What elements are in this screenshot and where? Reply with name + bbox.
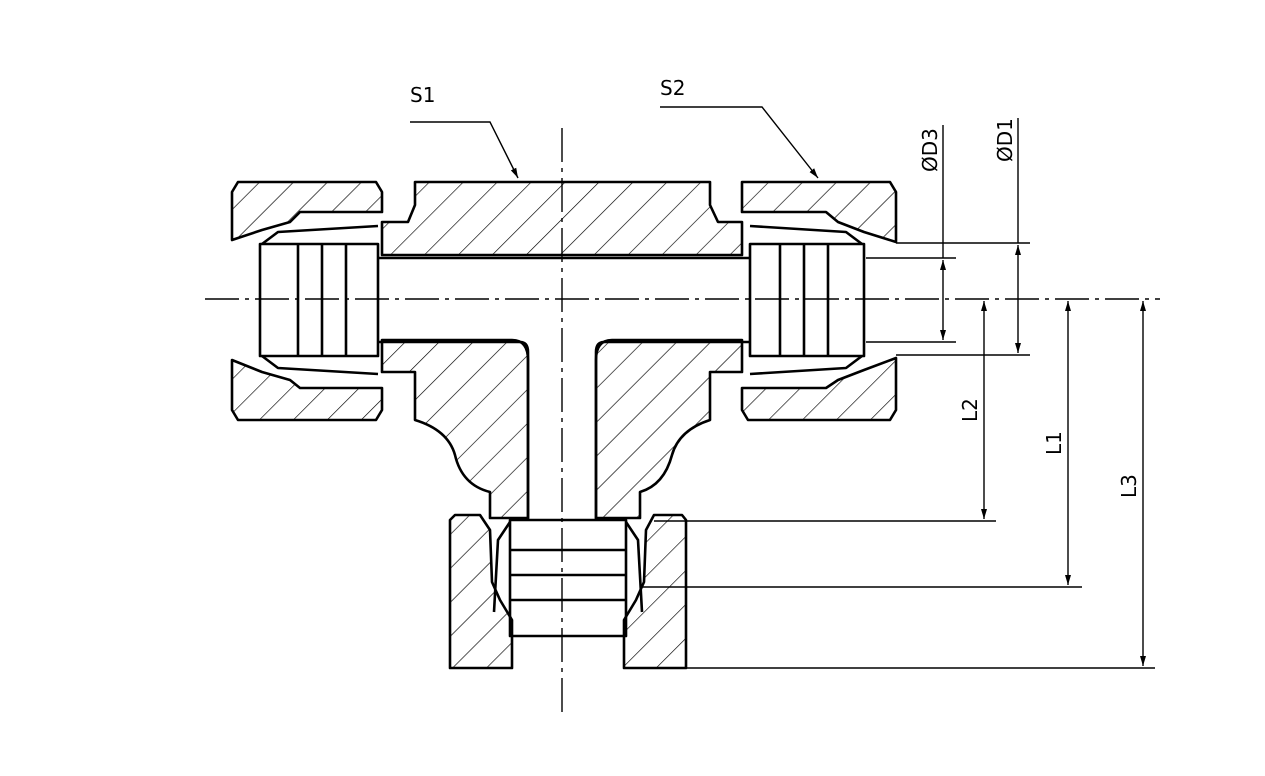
s1-label: S1 <box>410 83 435 107</box>
right-nut-top <box>740 180 898 244</box>
bore-outline <box>378 256 750 520</box>
bottom-ferrule-left <box>492 521 512 613</box>
bottom-nut <box>448 513 688 670</box>
left-tube-end <box>258 242 380 358</box>
left-nut-top <box>230 180 384 242</box>
right-ferrule-bottom <box>749 354 863 376</box>
left-nut <box>230 180 384 422</box>
s2-leader <box>660 106 819 179</box>
bottom-ferrule-right <box>624 521 644 613</box>
bottom-nut-right <box>622 513 688 670</box>
body-lower-right-section <box>594 338 744 520</box>
right-nut <box>740 180 898 422</box>
l3-label: L3 <box>1117 474 1141 498</box>
d1-label: ØD1 <box>993 118 1017 162</box>
bottom-tube-end <box>508 518 628 638</box>
body-lower-left-section <box>380 338 530 520</box>
left-ferrule-bottom <box>261 354 379 376</box>
left-nut-bottom <box>230 358 384 422</box>
s1-leader <box>410 121 519 179</box>
l1-label: L1 <box>1042 431 1066 455</box>
bottom-nut-left <box>448 513 514 670</box>
s2-label: S2 <box>660 76 685 100</box>
left-ferrule-top <box>261 224 379 246</box>
right-ferrule-top <box>749 224 863 246</box>
right-tube-end <box>748 242 866 358</box>
l2-label: L2 <box>958 398 982 422</box>
right-nut-bottom <box>740 356 898 422</box>
d3-label: ØD3 <box>918 128 942 172</box>
tee-body <box>380 180 744 520</box>
